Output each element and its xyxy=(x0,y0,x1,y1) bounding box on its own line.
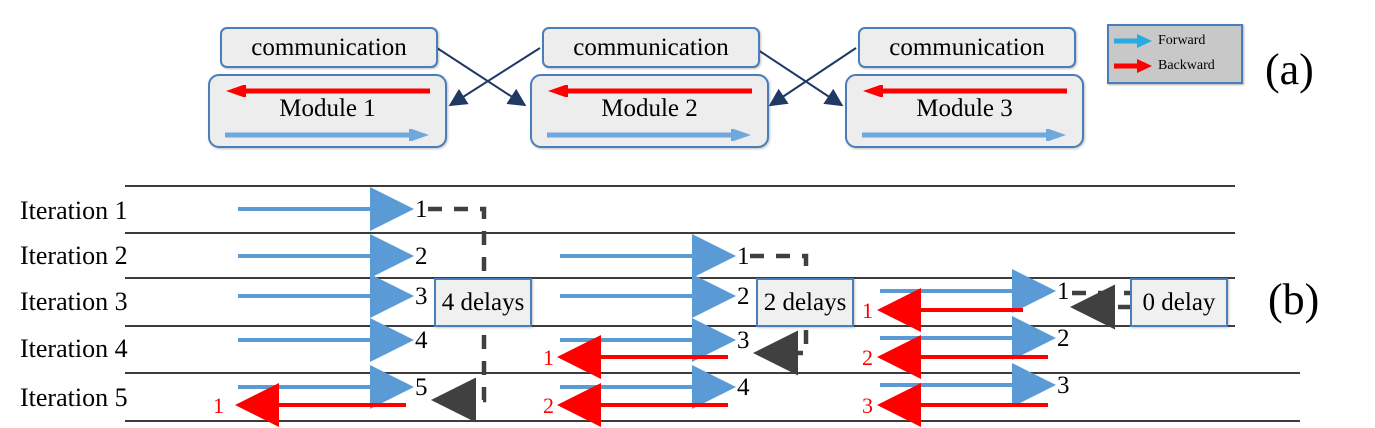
row-label-iteration-5: Iteration 5 xyxy=(20,383,128,412)
forward-tag-r5c3: 3 xyxy=(1057,372,1070,399)
backward-tag-r5c1: 1 xyxy=(213,393,224,418)
delay-box-0-delay[interactable]: 0 delay xyxy=(1130,278,1228,327)
delay-box-4-delays[interactable]: 4 delays xyxy=(434,278,532,327)
row-separator-3 xyxy=(125,325,1235,327)
module-2-forward-arrow xyxy=(546,128,753,142)
delay-box-2-delays[interactable]: 2 delays xyxy=(756,278,854,327)
module-3-forward-arrow xyxy=(861,128,1068,142)
forward-tag-r4c1: 4 xyxy=(415,327,428,354)
communication-box-1[interactable]: communication xyxy=(220,27,438,68)
forward-tag-r4c2: 3 xyxy=(737,327,750,354)
row-separator-4 xyxy=(125,372,1300,374)
module-box-2[interactable]: Module 2 xyxy=(530,74,769,148)
backward-tag-r5c3: 3 xyxy=(862,393,873,418)
communication-box-3-label: communication xyxy=(889,34,1045,61)
backward-tag-r5c2: 2 xyxy=(543,393,554,418)
row-separator-5 xyxy=(125,420,1300,422)
communication-box-1-label: communication xyxy=(251,34,407,61)
delay-box-2-delays-label: 2 delays xyxy=(763,289,847,316)
module-1-backward-arrow xyxy=(224,84,431,98)
row-separator-1 xyxy=(125,232,1235,234)
delay-box-4-delays-label: 4 delays xyxy=(441,289,525,316)
backward-tag-r4c3: 2 xyxy=(862,345,873,370)
row-label-iteration-1: Iteration 1 xyxy=(20,196,128,225)
communication-box-2[interactable]: communication xyxy=(542,27,760,68)
forward-tag-r3c1: 3 xyxy=(415,283,428,310)
forward-tag-r5c1: 5 xyxy=(415,374,428,401)
row-separator-2 xyxy=(125,277,1235,279)
communication-box-2-label: communication xyxy=(573,34,729,61)
row-label-iteration-3: Iteration 3 xyxy=(20,287,128,316)
module-3-backward-arrow xyxy=(861,84,1068,98)
module-2-label: Module 2 xyxy=(601,95,698,122)
module-1-forward-arrow xyxy=(224,128,431,142)
forward-tag-r4c3: 2 xyxy=(1057,325,1070,352)
module-3-label: Module 3 xyxy=(916,95,1013,122)
forward-arrow-icon xyxy=(1113,33,1153,49)
legend-item-forward: Forward xyxy=(1113,29,1237,53)
row-label-iteration-2: Iteration 2 xyxy=(20,241,128,270)
row-separator-0 xyxy=(125,185,1235,187)
module-2-backward-arrow xyxy=(546,84,753,98)
forward-tag-r5c2: 4 xyxy=(737,374,750,401)
module-box-3[interactable]: Module 3 xyxy=(845,74,1084,148)
forward-tag-r1c1: 1 xyxy=(415,196,428,223)
delay-box-0-delay-label: 0 delay xyxy=(1142,289,1216,316)
module-1-label: Module 1 xyxy=(279,95,376,122)
legend-label-forward: Forward xyxy=(1158,33,1206,48)
forward-tag-r3c3: 1 xyxy=(1057,278,1070,305)
legend: Forward Backward xyxy=(1107,24,1243,84)
forward-tag-r2c2: 1 xyxy=(737,243,750,270)
communication-box-3[interactable]: communication xyxy=(858,27,1076,68)
panel-a-tag: (a) xyxy=(1265,45,1314,94)
module-box-1[interactable]: Module 1 xyxy=(208,74,447,148)
legend-label-backward: Backward xyxy=(1158,58,1215,73)
legend-item-backward: Backward xyxy=(1113,54,1237,78)
row-label-iteration-4: Iteration 4 xyxy=(20,334,128,363)
forward-tag-r3c2: 2 xyxy=(737,283,750,310)
forward-tag-r2c1: 2 xyxy=(415,243,428,270)
backward-tag-r4c2: 1 xyxy=(543,345,554,370)
backward-arrow-icon xyxy=(1113,58,1153,74)
backward-tag-r3c3: 1 xyxy=(862,298,873,323)
panel-b-tag: (b) xyxy=(1268,275,1320,324)
